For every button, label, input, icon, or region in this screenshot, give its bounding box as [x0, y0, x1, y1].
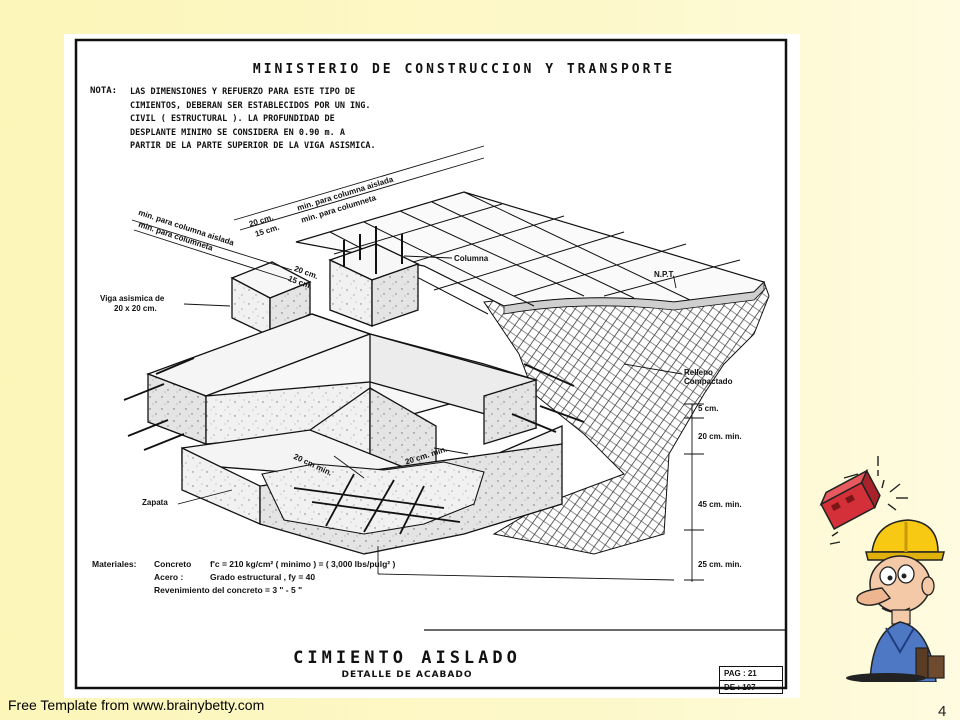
page-reference-box: PAG : 21 DE : 107	[719, 666, 783, 694]
dim-45cm-min: 45 cm. min.	[698, 500, 742, 509]
materials-row: Revenimiento del concreto = 3 " - 5 "	[92, 584, 395, 597]
material-value: Grado estructural , fy = 40	[210, 572, 316, 582]
dim-5cm: 5 cm.	[698, 404, 719, 413]
label-columna: Columna	[454, 254, 489, 263]
note-line: CIVIL ( ESTRUCTURAL ). LA PROFUNDIDAD DE	[130, 114, 335, 124]
materials-spec: Materiales: Concreto f'c = 210 kg/cm² ( mi…	[92, 558, 395, 597]
label-relleno: Relleno	[684, 368, 713, 377]
material-value: f'c = 210 kg/cm² ( minimo ) = ( 3,000 lb…	[210, 559, 396, 569]
ministry-header: MINISTERIO DE CONSTRUCCION Y TRANSPORTE	[252, 62, 676, 77]
seismic-beam-left	[230, 261, 312, 338]
page-ref-pag: PAG : 21	[724, 669, 757, 678]
materials-heading: Materiales:	[92, 559, 137, 569]
drawing-title: CIMIENTO AISLADO	[293, 648, 521, 668]
note-text: LAS DIMENSIONES Y REFUERZO PARA ESTE TIP…	[130, 86, 470, 154]
materials-row: Materiales: Concreto f'c = 210 kg/cm² ( mi…	[92, 558, 395, 571]
dim-20cm-min: 20 cm. min.	[698, 432, 742, 441]
label-zapata: Zapata	[142, 498, 168, 507]
construction-worker-clipart	[819, 456, 945, 682]
dimension-lines	[131, 145, 704, 582]
material-name: Concreto	[154, 559, 192, 569]
note-label: NOTA:	[90, 86, 118, 96]
floor-tile-slab	[295, 191, 766, 315]
label-npt: N.P.T.	[654, 270, 675, 279]
label-viga-size: 20 x 20 cm.	[114, 304, 157, 313]
drawing-border	[74, 38, 788, 690]
leader-lines	[177, 255, 683, 505]
material-value: Revenimiento del concreto = 3 " - 5 "	[154, 585, 303, 595]
label-compactado: Compactado	[684, 377, 733, 386]
drawing-plate: MINISTERIO DE CONSTRUCCION Y TRANSPORTE …	[64, 34, 800, 698]
label-viga-asismica: Viga asismica de	[100, 294, 165, 303]
materials-row: Acero : Grado estructural , fy = 40	[92, 571, 395, 584]
rebar-ends	[123, 357, 585, 451]
note-line: LAS DIMENSIONES Y REFUERZO PARA ESTE TIP…	[130, 87, 356, 97]
material-name: Acero :	[154, 572, 184, 582]
column-pedestal	[328, 226, 420, 327]
note-line: DESPLANTE MINIMO SE CONSIDERA EN 0.90 m.…	[130, 127, 345, 138]
note-line: CIMIENTOS, DEBERAN SER ESTABLECIDOS POR …	[130, 100, 371, 111]
note-line: PARTIR DE LA PARTE SUPERIOR DE LA VIGA A…	[130, 141, 376, 151]
isometric-footing-drawing	[74, 38, 788, 690]
slide-number: 4	[938, 703, 947, 720]
dim-25cm-min: 25 cm. min.	[698, 560, 742, 569]
drawing-subtitle: DETALLE DE ACABADO	[341, 670, 473, 680]
seismic-beam-cross	[146, 313, 539, 445]
footer-credit: Free Template from www.brainybetty.com	[8, 697, 265, 713]
page-ref-de: DE : 107	[720, 680, 782, 694]
zapata-footing	[181, 425, 563, 555]
